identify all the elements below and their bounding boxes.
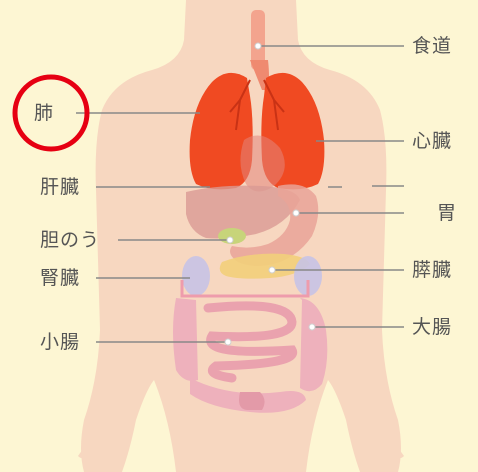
label-small-intestine: 小腸 — [40, 331, 80, 353]
label-stomach: 胃 — [437, 202, 457, 224]
label-lung: 肺 — [34, 102, 54, 124]
label-kidney: 腎臓 — [40, 267, 80, 289]
label-large-intestine: 大腸 — [412, 316, 452, 338]
label-esophagus: 食道 — [412, 35, 452, 57]
kidney-left-shape — [182, 256, 210, 296]
label-gallbladder: 胆のう — [40, 229, 100, 251]
label-heart: 心臓 — [412, 130, 452, 152]
label-pancreas: 膵臓 — [412, 259, 452, 281]
label-liver: 肝臓 — [40, 176, 80, 198]
